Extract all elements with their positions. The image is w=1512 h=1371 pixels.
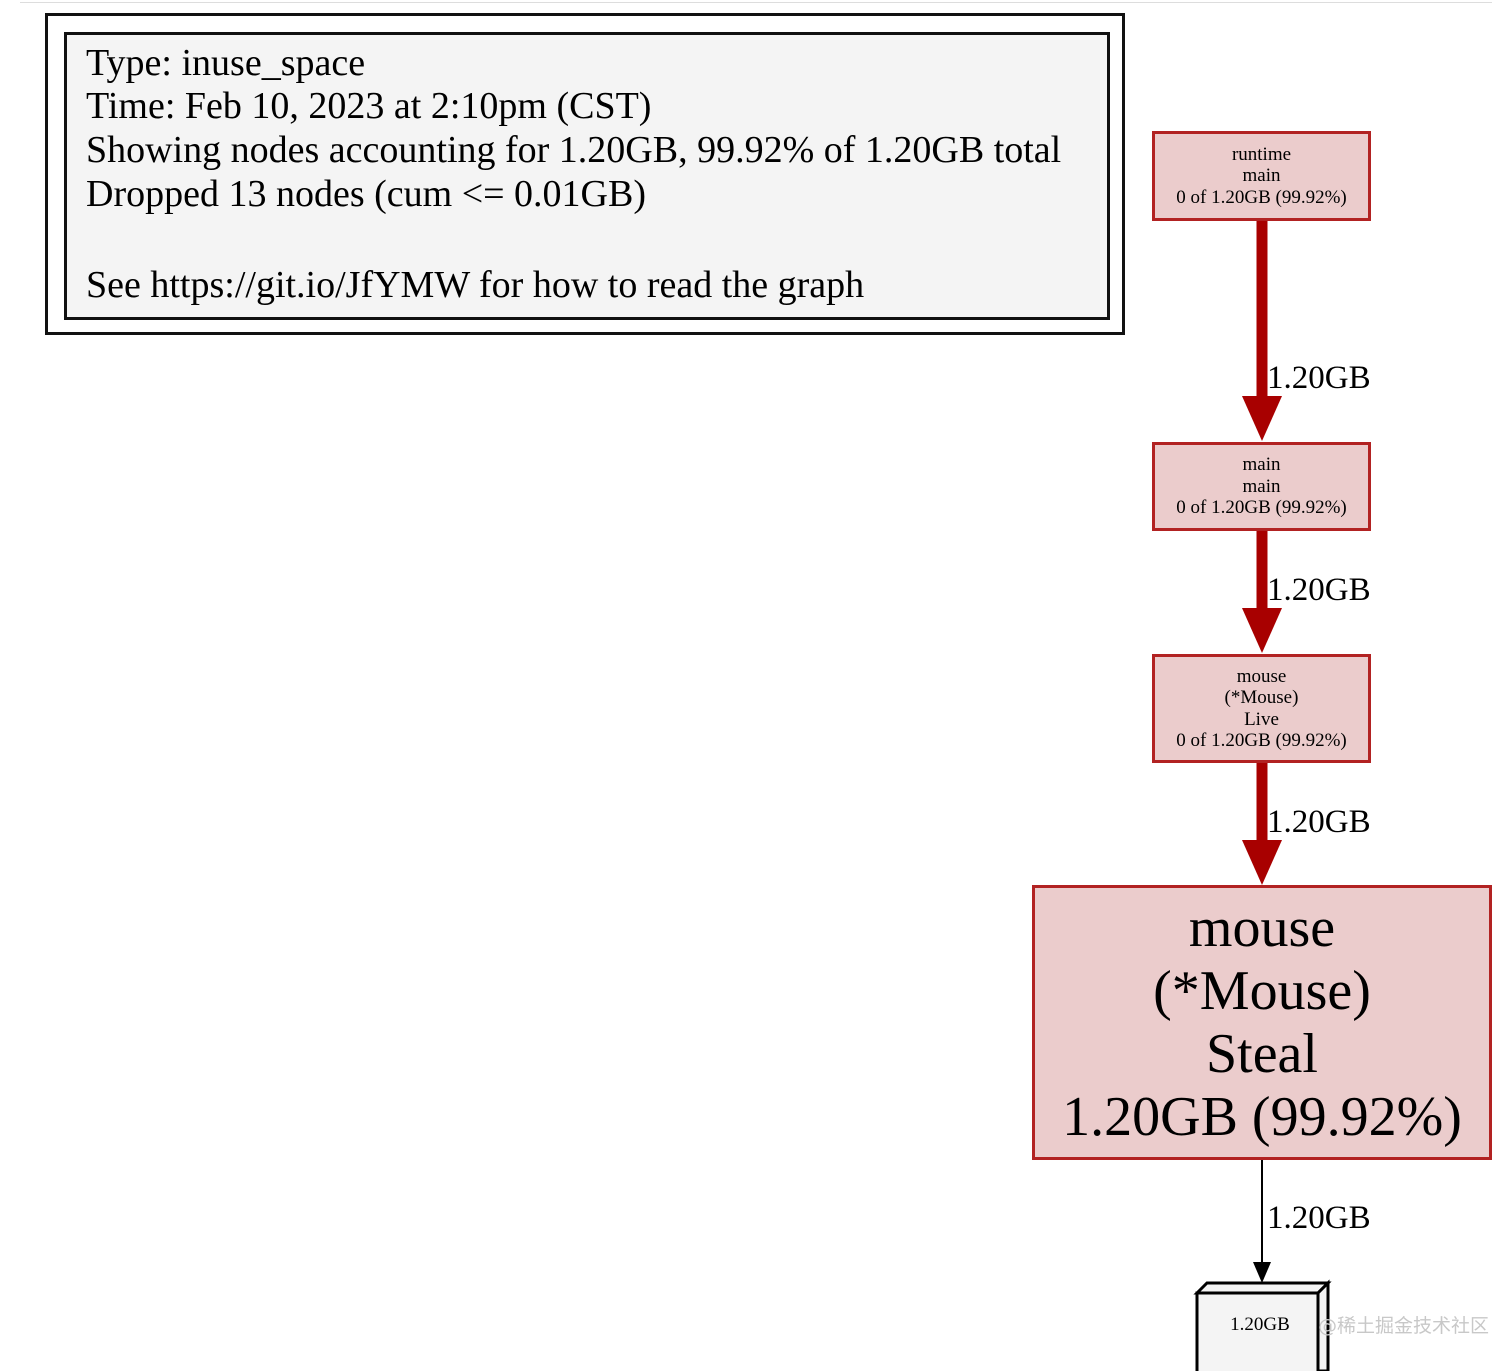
- legend-time: Time: Feb 10, 2023 at 2:10pm (CST): [86, 85, 652, 127]
- legend-showing: Showing nodes accounting for 1.20GB, 99.…: [86, 129, 1062, 171]
- node-main-main-func: main: [1242, 475, 1281, 497]
- node-mouse-steal-pkg: mouse: [1188, 896, 1336, 959]
- edge-mouse-live-to-mouse-steal: [1242, 763, 1282, 885]
- edge-main-main-to-mouse-live: [1242, 531, 1282, 653]
- edge-runtime-main-to-main-main: [1242, 221, 1282, 441]
- node-main-main-value: 0 of 1.20GB (99.92%): [1176, 497, 1347, 519]
- node-runtime-main-pkg: runtime: [1231, 143, 1292, 165]
- edge-label-main-main: 1.20GB: [1267, 572, 1371, 608]
- alloc-leaf-label: 1.20GB: [1230, 1314, 1290, 1335]
- node-mouse-live[interactable]: mouse (*Mouse) Live 0 of 1.20GB (99.92%): [1152, 654, 1371, 763]
- node-mouse-live-pkg: mouse: [1236, 665, 1287, 687]
- node-mouse-steal-func: Steal: [1206, 1022, 1318, 1085]
- legend-help: See https://git.io/JfYMW for how to read…: [86, 264, 865, 306]
- alloc-leaf-box[interactable]: [1193, 1279, 1332, 1371]
- node-runtime-main-func: main: [1242, 165, 1281, 187]
- edge-mouse-steal-to-leaf: [1253, 1160, 1271, 1283]
- node-mouse-live-value: 0 of 1.20GB (99.92%): [1176, 730, 1347, 751]
- legend-dropped: Dropped 13 nodes (cum <= 0.01GB): [86, 173, 646, 215]
- node-mouse-steal-value: 1.20GB (99.92%): [1062, 1085, 1462, 1148]
- node-mouse-steal[interactable]: mouse (*Mouse) Steal 1.20GB (99.92%): [1032, 885, 1492, 1160]
- edge-label-mouse-steal: 1.20GB: [1267, 1200, 1371, 1236]
- node-mouse-live-func: Live: [1244, 708, 1279, 730]
- legend-type: Type: inuse_space: [86, 42, 366, 84]
- legend-box: [64, 32, 1110, 320]
- node-mouse-steal-recv: (*Mouse): [1153, 959, 1371, 1022]
- edge-label-runtime-main: 1.20GB: [1267, 360, 1371, 396]
- top-divider: [20, 2, 1492, 3]
- node-runtime-main[interactable]: runtime main 0 of 1.20GB (99.92%): [1152, 131, 1371, 221]
- node-main-main-pkg: main: [1242, 454, 1281, 476]
- edge-label-mouse-live: 1.20GB: [1267, 804, 1371, 840]
- node-main-main[interactable]: main main 0 of 1.20GB (99.92%): [1152, 442, 1371, 531]
- node-runtime-main-value: 0 of 1.20GB (99.92%): [1176, 186, 1347, 208]
- watermark-text: @稀土掘金技术社区: [1318, 1315, 1490, 1337]
- node-mouse-live-recv: (*Mouse): [1224, 687, 1299, 708]
